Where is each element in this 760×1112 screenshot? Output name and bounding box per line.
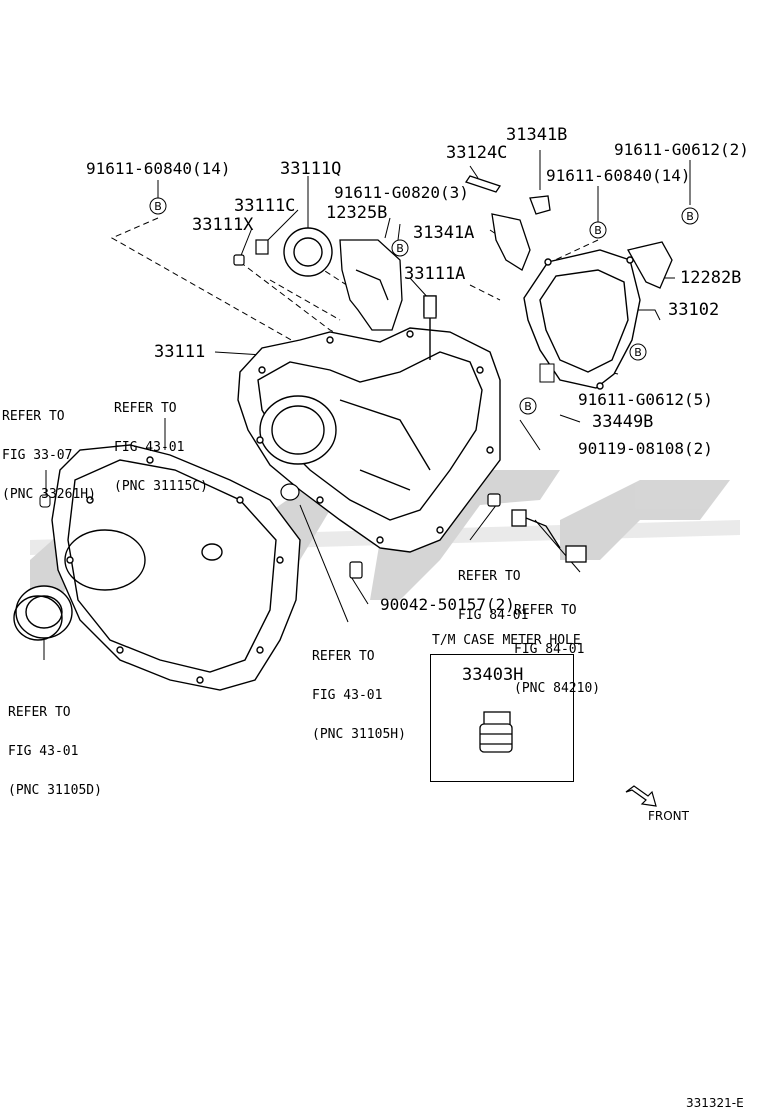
cover-33102 (523, 249, 641, 390)
inset-title: T/M CASE METER HOLE (432, 633, 581, 648)
label-91611-g0612-2: 91611-G0612(2) (614, 140, 749, 159)
label-33111a: 33111A (404, 264, 466, 284)
label-90119-08108-2: 90119-08108(2) (578, 439, 713, 458)
gasket-12282b (627, 241, 673, 289)
label-33124c: 33124C (446, 143, 508, 163)
ref-line: REFER TO (8, 705, 71, 720)
ref-line: FIG 43-01 (8, 744, 79, 759)
inset-box (430, 654, 574, 782)
label-33111q: 33111Q (280, 159, 342, 179)
ref-line: (PNC 31105D) (8, 783, 102, 798)
callout-letters: B B B B B B (154, 200, 694, 413)
label-91611-60840-14: 91611-60840(14) (86, 159, 231, 178)
ref-line: FIG 43-01 (312, 688, 383, 703)
ref-line: FIG 33-07 (2, 448, 73, 463)
label-91611-g0612-5: 91611-G0612(5) (578, 390, 713, 409)
callout-markers (149, 197, 699, 415)
label-33111: 33111 (154, 342, 206, 362)
ref-line: (PNC 31105H) (312, 727, 406, 742)
leader-lines (43, 150, 691, 660)
label-33403h: 33403H (462, 665, 524, 685)
label-33111x: 33111X (192, 215, 254, 235)
label-33111c: 33111C (234, 196, 296, 216)
callout-b-4 (681, 207, 699, 225)
magnet-33449b (539, 363, 555, 383)
callout-b-5 (629, 343, 647, 361)
callout-b-1 (149, 197, 167, 215)
label-33102: 33102 (668, 300, 720, 320)
ref-line: REFER TO (514, 603, 577, 618)
pin-part (39, 494, 51, 508)
label-91611-60840-14-right: 91611-60840(14) (546, 166, 691, 185)
ref-fig-84-01-84210: REFER TO FIG 84-01 (PNC 84210) (514, 578, 600, 708)
diagram-id: 331321-E (686, 1096, 744, 1110)
label-31341b: 31341B (506, 125, 568, 145)
ref-line: (PNC 33261H) (2, 487, 96, 502)
bolts (233, 239, 501, 579)
callout-b-2 (391, 239, 409, 257)
linkage-parts (464, 175, 551, 271)
front-label: FRONT (648, 809, 689, 823)
seal-33111q (283, 227, 333, 277)
ref-fig-43-01-31115c: REFER TO FIG 43-01 (PNC 31115C) (114, 376, 208, 506)
label-90042-50157-2: 90042-50157(2) (380, 595, 515, 614)
callout-b-6 (519, 397, 537, 415)
label-12282b: 12282B (680, 268, 742, 288)
callout-b-text-5: B (634, 346, 642, 359)
label-33449b: 33449B (592, 412, 654, 432)
transmission-case-33111 (237, 295, 501, 553)
transaxle-housing (51, 444, 301, 691)
ref-line: FIG 43-01 (114, 440, 185, 455)
bracket-12325b (339, 239, 403, 331)
speed-sensor (511, 509, 587, 563)
ref-fig-43-01-31105h: REFER TO FIG 43-01 (PNC 31105H) (312, 624, 406, 754)
oil-seal-left (13, 585, 73, 641)
callout-b-text-2: B (396, 242, 404, 255)
ref-line: FIG 84-01 (514, 642, 585, 657)
ref-line: (PNC 84210) (514, 681, 601, 696)
ref-line: REFER TO (458, 569, 521, 584)
front-arrow-icon (625, 785, 657, 807)
ref-fig-33-07: REFER TO FIG 33-07 (PNC 33261H) (2, 384, 96, 514)
callout-b-text-1: B (154, 200, 162, 213)
callout-b-text-6: B (524, 400, 532, 413)
ref-line: REFER TO (114, 401, 177, 416)
label-31341a: 31341A (413, 223, 475, 243)
callout-b-text-4: B (686, 210, 694, 223)
ref-line: REFER TO (2, 409, 65, 424)
ref-line: REFER TO (312, 649, 375, 664)
callout-b-3 (589, 221, 607, 239)
label-12325b: 12325B (326, 203, 388, 223)
meter-hole-plug-33403h (479, 711, 513, 753)
ref-line: (PNC 31115C) (114, 479, 208, 494)
ref-line: FIG 84-01 (458, 608, 529, 623)
ref-fig-84-01-a: REFER TO FIG 84-01 (458, 544, 528, 635)
label-91611-g0820-3: 91611-G0820(3) (334, 183, 469, 202)
callout-b-text-3: B (594, 224, 602, 237)
ref-fig-43-01-31105d: REFER TO FIG 43-01 (PNC 31105D) (8, 680, 102, 810)
